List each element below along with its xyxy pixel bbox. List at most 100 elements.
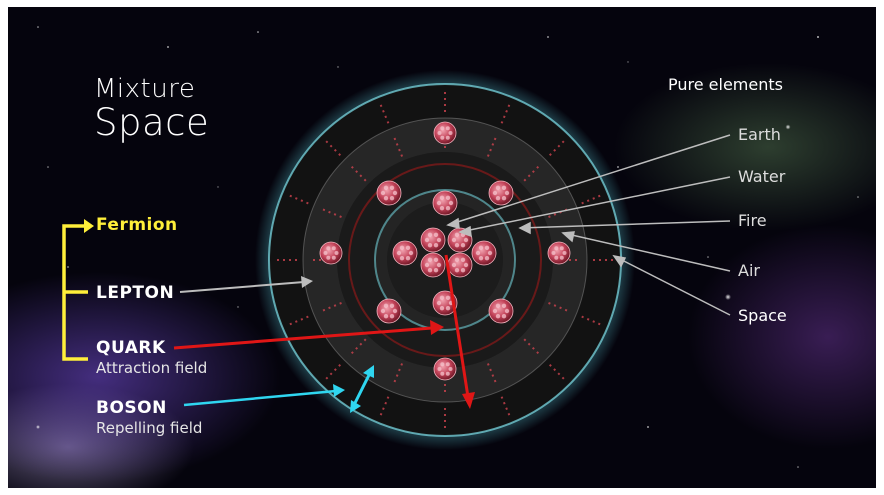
particle-sphere — [319, 241, 343, 265]
sphere-dot — [383, 303, 389, 308]
sphere-dot — [331, 246, 336, 251]
sphere-dot — [504, 308, 510, 314]
sphere-dot — [559, 255, 564, 260]
particle-sphere — [447, 252, 473, 278]
field-mark — [392, 134, 404, 157]
boson-arrows — [183, 365, 374, 413]
sphere-dot — [454, 268, 460, 273]
sphere-dot — [389, 196, 395, 201]
sphere-dot — [331, 255, 336, 260]
particle-sphere — [488, 180, 514, 206]
sphere-dot — [475, 250, 481, 256]
field-mark — [348, 338, 367, 357]
sphere-dot — [487, 250, 493, 256]
sphere-dot — [495, 185, 501, 190]
sphere-dot — [383, 314, 389, 319]
sphere-dot — [405, 256, 411, 261]
sphere-dot — [326, 246, 331, 251]
sphere-dot — [396, 250, 402, 256]
particle-sphere — [420, 227, 446, 253]
sphere-dot — [454, 243, 460, 248]
field-mark — [324, 139, 342, 157]
particle-sphere — [420, 252, 446, 278]
sphere-dot — [389, 314, 395, 319]
sphere-dot — [439, 306, 445, 311]
sphere-dot — [445, 135, 450, 140]
field-mark — [523, 338, 542, 357]
boson-sublabel: Repelling field — [96, 419, 203, 437]
title-space: Space — [94, 101, 210, 144]
sphere-dot — [492, 308, 498, 314]
sphere-dot — [399, 256, 405, 261]
sphere-dot — [463, 262, 469, 268]
sphere-dot — [323, 251, 328, 255]
field-mark — [348, 163, 367, 182]
sphere-dot — [440, 126, 445, 131]
sphere-dot — [334, 251, 339, 255]
sphere-dot — [440, 362, 445, 367]
particle-sphere — [376, 180, 402, 206]
field-mark — [500, 396, 512, 418]
sphere-dot — [389, 185, 395, 190]
quark-arrows — [173, 254, 475, 409]
sphere-dot — [448, 200, 454, 206]
sphere-dot — [448, 131, 453, 135]
particle-sphere — [471, 240, 497, 266]
sphere-dot — [380, 308, 386, 314]
sphere-dot — [436, 237, 442, 243]
sphere-dot — [424, 262, 430, 268]
sphere-dot — [445, 195, 451, 200]
sphere-dot — [501, 196, 507, 201]
sphere-dot — [424, 237, 430, 243]
sphere-dot — [454, 232, 460, 237]
sphere-dot — [427, 243, 433, 248]
sphere-dot — [445, 362, 450, 367]
title-mixture: Mixture — [94, 74, 196, 104]
sphere-dot — [495, 196, 501, 201]
field-mark — [287, 315, 309, 327]
sphere-dot — [408, 250, 414, 256]
stars — [36, 26, 859, 468]
sphere-dot — [445, 306, 451, 311]
sphere-dot — [436, 262, 442, 268]
fermion-arrowhead — [84, 219, 94, 233]
sphere-dot — [451, 262, 457, 268]
sphere-dot — [440, 371, 445, 376]
element-air: Air — [738, 261, 760, 280]
sphere-dot — [326, 255, 331, 260]
sphere-dot — [437, 367, 442, 371]
sphere-dot — [451, 237, 457, 243]
sphere-dot — [437, 131, 442, 135]
field-mark — [523, 163, 542, 182]
quark-sublabel: Attraction field — [96, 359, 208, 377]
sphere-dot — [439, 206, 445, 211]
sphere-dot — [554, 255, 559, 260]
sphere-dot — [383, 185, 389, 190]
sphere-dot — [399, 245, 405, 250]
field-mark — [324, 363, 342, 381]
sphere-dot — [492, 190, 498, 196]
sphere-dot — [478, 245, 484, 250]
particle-sphere — [432, 190, 458, 216]
sphere-dot — [436, 200, 442, 206]
particle-sphere — [488, 298, 514, 324]
sphere-dot — [460, 243, 466, 248]
sphere-dot — [433, 243, 439, 248]
field-mark — [581, 193, 603, 205]
sphere-dot — [495, 303, 501, 308]
sphere-dot — [554, 246, 559, 251]
sphere-dot — [445, 371, 450, 376]
boson-label: BOSON — [96, 398, 167, 418]
field-mark — [378, 102, 390, 124]
field-mark — [548, 363, 566, 381]
sphere-dot — [427, 257, 433, 262]
sphere-dot — [478, 256, 484, 261]
sphere-dot — [504, 190, 510, 196]
field-mark — [548, 139, 566, 157]
field-mark — [378, 396, 390, 418]
field-marks — [275, 90, 615, 430]
fermion-bracket — [62, 224, 88, 361]
element-earth: Earth — [738, 125, 781, 144]
sphere-dot — [501, 314, 507, 319]
